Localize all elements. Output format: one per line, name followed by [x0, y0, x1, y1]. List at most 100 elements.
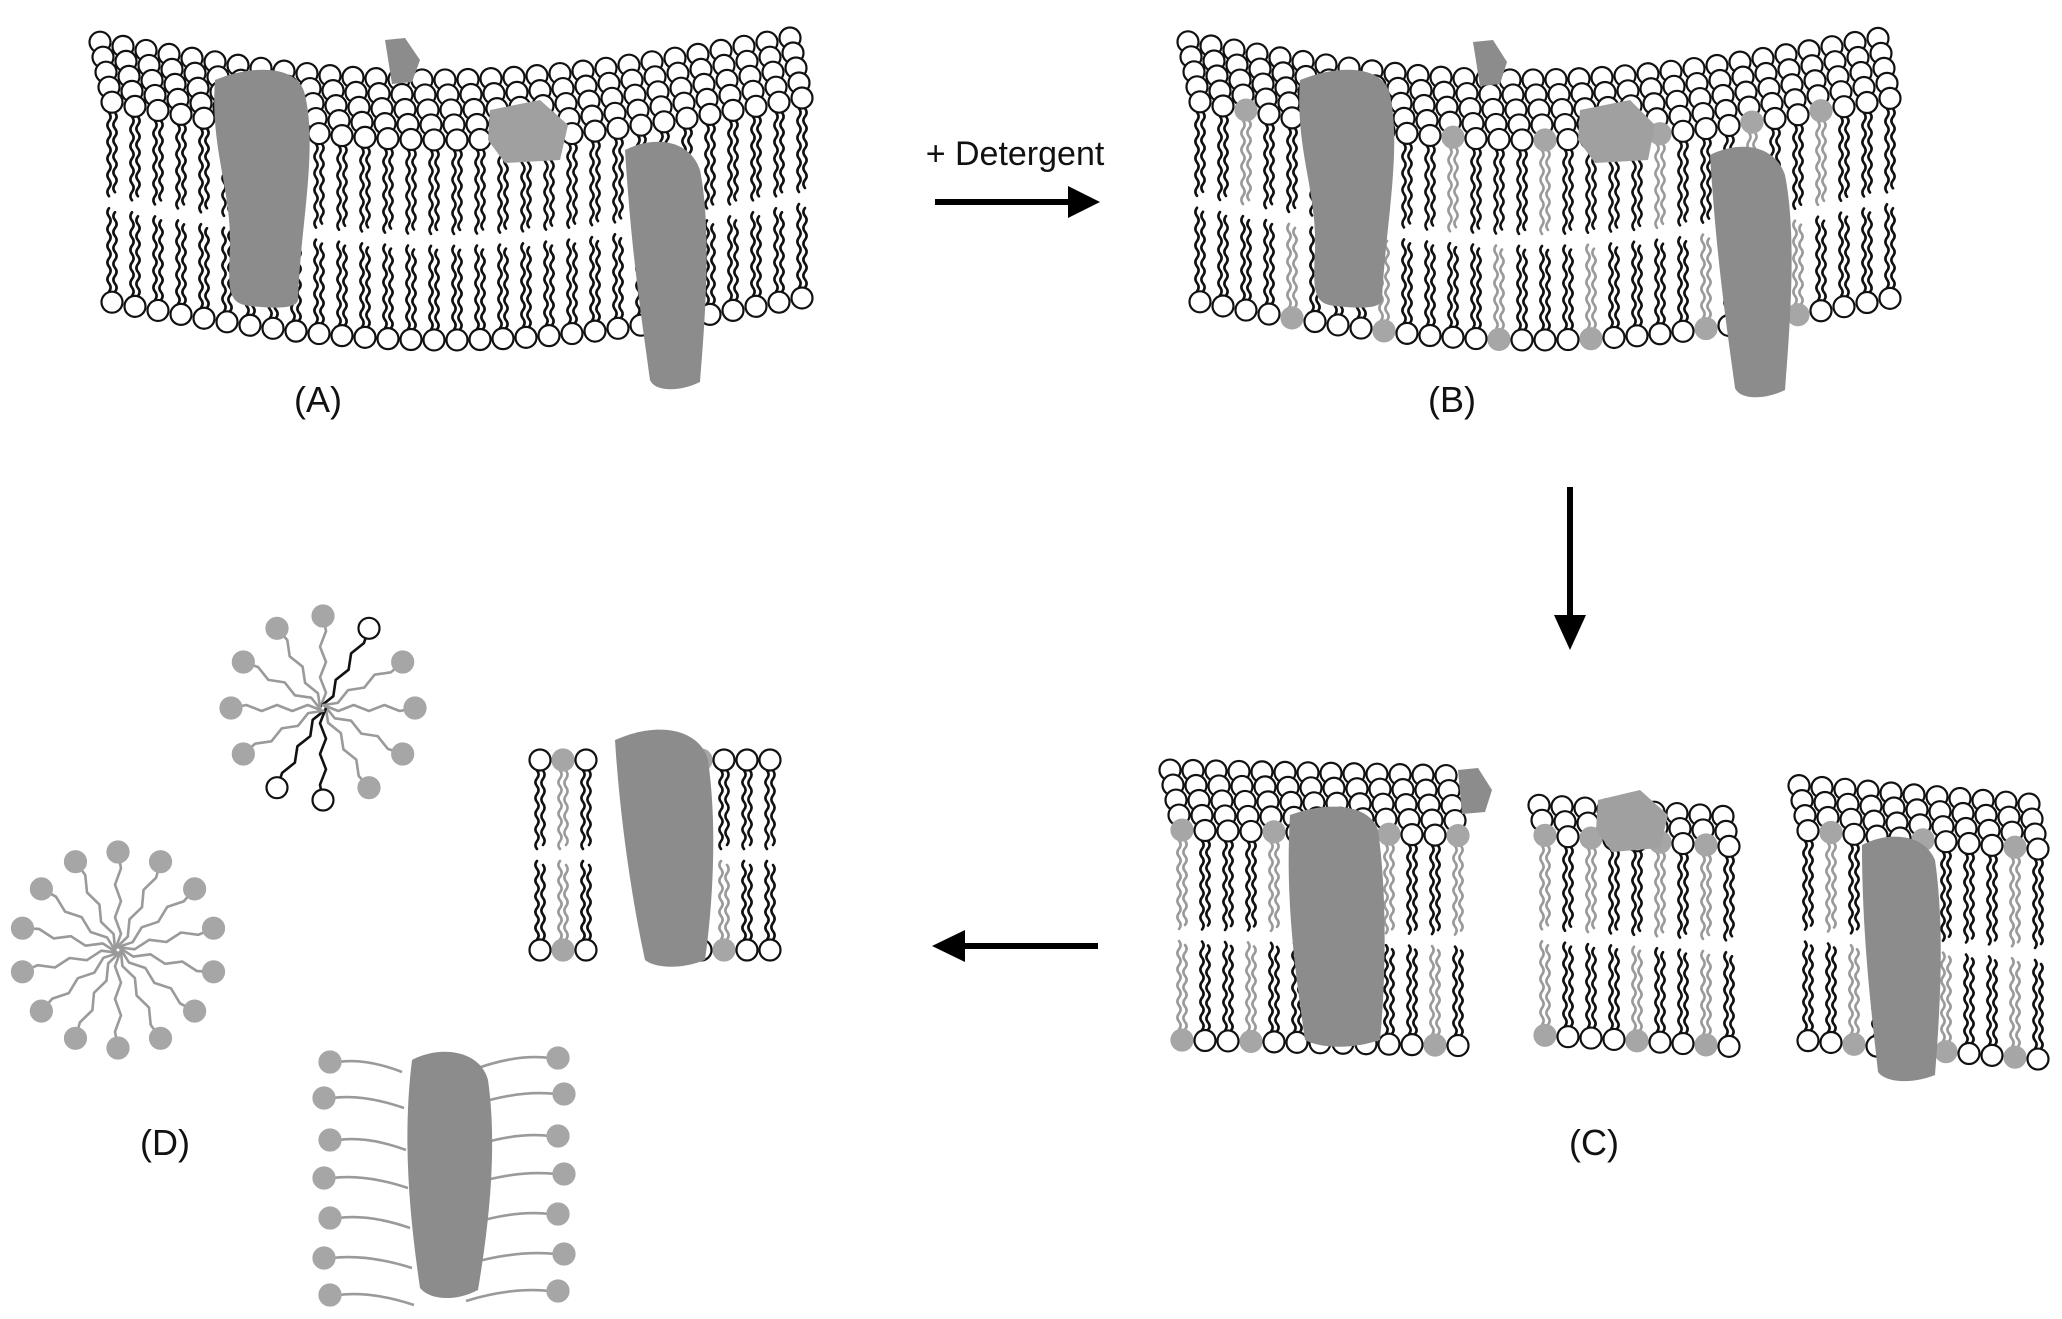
- phospholipid-head-icon: [1213, 95, 1234, 116]
- phospholipid-head-icon: [1581, 1028, 1602, 1049]
- phospholipid-head-icon: [700, 104, 721, 125]
- phospholipid-head-icon: [1765, 108, 1786, 129]
- detergent-head-icon: [233, 744, 254, 765]
- phospholipid-head-icon: [792, 87, 813, 108]
- phospholipid-head-icon: [530, 750, 551, 771]
- detergent-head-icon: [1489, 329, 1510, 350]
- phospholipid-head-icon: [263, 318, 284, 339]
- phospholipid-head-icon: [585, 321, 606, 342]
- detergent-head-icon: [548, 1281, 569, 1302]
- detergent-head-icon: [392, 652, 413, 673]
- detergent-head-icon: [320, 1130, 341, 1151]
- phospholipid-head-icon: [359, 618, 380, 639]
- detergent-head-icon: [1696, 318, 1717, 339]
- phospholipid-head-icon: [194, 108, 215, 129]
- detergent-head-icon: [1811, 100, 1832, 121]
- detergent-head-icon: [1788, 304, 1809, 325]
- phospholipid-head-icon: [1673, 321, 1694, 342]
- detergent-head-icon: [1443, 127, 1464, 148]
- detergent-head-icon: [2005, 1047, 2026, 1068]
- phospholipid-head-icon: [760, 940, 781, 961]
- phospholipid-head-icon: [539, 325, 560, 346]
- phospholipid-head-icon: [1834, 296, 1855, 317]
- detergent-head-icon: [554, 1164, 575, 1185]
- detergent-head-icon: [203, 918, 224, 939]
- detergent-head-icon: [1379, 824, 1400, 845]
- phospholipid-head-icon: [171, 104, 192, 125]
- phospholipid-head-icon: [1558, 1026, 1579, 1047]
- detergent-head-icon: [1282, 307, 1303, 328]
- detergent-head-icon: [108, 842, 129, 863]
- phospholipid-head-icon: [102, 92, 123, 113]
- detergent-head-icon: [314, 1248, 335, 1269]
- phospholipid-head-icon: [769, 292, 790, 313]
- detergent-head-icon: [1742, 112, 1763, 133]
- detergent-head-icon: [1172, 1030, 1193, 1051]
- detergent-head-icon: [714, 940, 735, 961]
- detergent-head-icon: [233, 652, 254, 673]
- phospholipid-head-icon: [125, 296, 146, 317]
- phospholipid-head-icon: [470, 329, 491, 350]
- phospholipid-head-icon: [148, 100, 169, 121]
- phospholipid-head-icon: [1425, 825, 1446, 846]
- phospholipid-head-icon: [1880, 88, 1901, 109]
- phospholipid-head-icon: [1811, 300, 1832, 321]
- phospholipid-head-icon: [1959, 833, 1980, 854]
- detergent-head-icon: [1374, 320, 1395, 341]
- detergent-head-icon: [2005, 837, 2026, 858]
- phospholipid-head-icon: [1719, 1036, 1740, 1057]
- phospholipid-head-icon: [313, 790, 334, 811]
- phospholipid-head-icon: [1857, 292, 1878, 313]
- phospholipid-head-icon: [1489, 129, 1510, 150]
- phospholipid-head-icon: [760, 750, 781, 771]
- phospholipid-head-icon: [1305, 311, 1326, 332]
- phospholipid-head-icon: [1236, 300, 1257, 321]
- phospholipid-head-icon: [378, 328, 399, 349]
- phospholipid-head-icon: [1959, 1043, 1980, 1064]
- phospholipid-head-icon: [1798, 1030, 1819, 1051]
- detergent-head-icon: [12, 918, 33, 939]
- phospholipid-head-icon: [1512, 129, 1533, 150]
- phospholipid-head-icon: [737, 940, 758, 961]
- phospholipid-head-icon: [401, 329, 422, 350]
- phospholipid-head-icon: [1673, 121, 1694, 142]
- detergent-head-icon: [12, 961, 33, 982]
- detergent-head-icon: [31, 1001, 52, 1022]
- phospholipid-head-icon: [1397, 323, 1418, 344]
- detergent-head-icon: [1425, 1035, 1446, 1056]
- phospholipid-head-icon: [309, 323, 330, 344]
- detergent-head-icon: [31, 878, 52, 899]
- phospholipid-head-icon: [562, 323, 583, 344]
- detergent-head-icon: [1696, 834, 1717, 855]
- phospholipid-head-icon: [631, 115, 652, 136]
- phospholipid-head-icon: [516, 327, 537, 348]
- detergent-head-icon: [1821, 822, 1842, 843]
- phospholipid-head-icon: [1650, 323, 1671, 344]
- phospholipid-head-icon: [286, 321, 307, 342]
- phospholipid-head-icon: [401, 129, 422, 150]
- phospholipid-head-icon: [1604, 327, 1625, 348]
- phospholipid-head-icon: [102, 292, 123, 313]
- phospholipid-head-icon: [723, 100, 744, 121]
- phospholipid-head-icon: [585, 121, 606, 142]
- detergent-head-icon: [1236, 100, 1257, 121]
- arrow-label-detergent: + Detergent: [926, 135, 1105, 173]
- phospholipid-head-icon: [576, 750, 597, 771]
- detergent-head-icon: [1581, 328, 1602, 349]
- phospholipid-head-icon: [217, 311, 238, 332]
- detergent-head-icon: [203, 961, 224, 982]
- phospholipid-head-icon: [1798, 820, 1819, 841]
- detergent-head-icon: [1172, 820, 1193, 841]
- phospholipid-head-icon: [1443, 327, 1464, 348]
- phospholipid-head-icon: [1351, 318, 1372, 339]
- phospholipid-head-icon: [1627, 325, 1648, 346]
- phospholipid-head-icon: [530, 940, 551, 961]
- phospholipid-head-icon: [1512, 329, 1533, 350]
- phospholipid-head-icon: [1282, 107, 1303, 128]
- phospholipid-head-icon: [677, 108, 698, 129]
- detergent-head-icon: [314, 1168, 335, 1189]
- phospholipid-head-icon: [2028, 839, 2049, 860]
- phospholipid-head-icon: [1821, 1032, 1842, 1053]
- phospholipid-head-icon: [1466, 328, 1487, 349]
